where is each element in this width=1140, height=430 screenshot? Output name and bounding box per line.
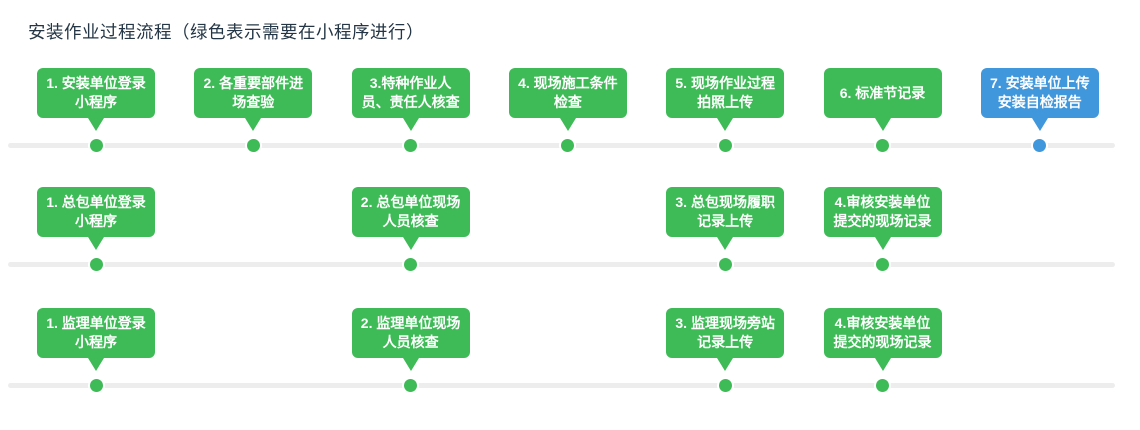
bubble-tail-pointer — [717, 358, 734, 371]
bubble-tail-pointer — [402, 358, 419, 371]
bubble-tail-pointer — [874, 118, 891, 131]
timeline-step: 4.审核安装单位 提交的现场记录 — [823, 308, 942, 394]
step-label-bubble: 3. 总包现场履职 记录上传 — [666, 187, 785, 237]
step-label-bubble: 6. 标准节记录 — [823, 68, 942, 118]
timeline-dot — [1031, 137, 1049, 154]
timeline-dot — [87, 256, 105, 273]
timeline-dot — [874, 377, 891, 394]
timeline-dot — [874, 256, 891, 273]
timeline-step: 7. 安装单位上传 安装自检报告 — [980, 68, 1099, 154]
timeline-dot — [716, 137, 734, 154]
timeline-dot — [87, 377, 105, 394]
bubble-tail-pointer — [717, 118, 734, 131]
timeline-step: 1. 总包单位登录 小程序 — [37, 187, 155, 273]
timeline-step: 2. 监理单位现场 人员核查 — [351, 308, 470, 394]
bubble-tail-pointer — [1031, 118, 1048, 131]
step-label-bubble: 2. 各重要部件进 场查验 — [194, 68, 313, 118]
timeline-dot — [402, 137, 420, 154]
page-title: 安装作业过程流程（绿色表示需要在小程序进行） — [28, 22, 424, 42]
timeline-dot — [402, 377, 420, 394]
bubble-tail-pointer — [874, 358, 891, 371]
step-label-bubble: 1. 监理单位登录 小程序 — [37, 308, 155, 358]
timeline-step: 1. 监理单位登录 小程序 — [37, 308, 155, 394]
bubble-tail-pointer — [88, 358, 104, 371]
step-label-bubble: 3.特种作业人 员、责任人核查 — [351, 68, 470, 118]
timeline-dot — [874, 137, 891, 154]
timeline-line — [8, 262, 1115, 267]
timeline-dot — [716, 256, 734, 273]
timeline-step: 3. 总包现场履职 记录上传 — [666, 187, 785, 273]
step-label-bubble: 7. 安装单位上传 安装自检报告 — [980, 68, 1099, 118]
timeline-step: 2. 各重要部件进 场查验 — [194, 68, 313, 154]
timeline-lane: 1. 监理单位登录 小程序 2. 监理单位现场 人员核查 3. 监理现场旁站 记录上… — [0, 308, 1140, 408]
timeline-lane: 1. 总包单位登录 小程序 2. 总包单位现场 人员核查 3. 总包现场履职 记录上… — [0, 187, 1140, 287]
bubble-tail-pointer — [874, 237, 891, 250]
step-label-bubble: 2. 总包单位现场 人员核查 — [351, 187, 470, 237]
timeline-step: 5. 现场作业过程 拍照上传 — [666, 68, 785, 154]
timeline-step: 6. 标准节记录 — [823, 68, 942, 154]
bubble-tail-pointer — [559, 118, 576, 131]
step-label-bubble: 4.审核安装单位 提交的现场记录 — [823, 308, 942, 358]
timeline-line — [8, 383, 1115, 388]
timeline-dot — [87, 137, 105, 154]
timeline-dot — [402, 256, 420, 273]
step-label-bubble: 1. 总包单位登录 小程序 — [37, 187, 155, 237]
step-label-bubble: 4. 现场施工条件 检查 — [508, 68, 627, 118]
timeline-lane: 1. 安装单位登录 小程序 2. 各重要部件进 场查验 3.特种作业人 员、责任人核… — [0, 68, 1140, 168]
step-label-bubble: 2. 监理单位现场 人员核查 — [351, 308, 470, 358]
step-label-bubble: 5. 现场作业过程 拍照上传 — [666, 68, 785, 118]
timeline-step: 4. 现场施工条件 检查 — [508, 68, 627, 154]
timeline-step: 1. 安装单位登录 小程序 — [37, 68, 155, 154]
timeline-step: 2. 总包单位现场 人员核查 — [351, 187, 470, 273]
bubble-tail-pointer — [88, 118, 104, 131]
bubble-tail-pointer — [402, 237, 419, 250]
timeline-step: 4.审核安装单位 提交的现场记录 — [823, 187, 942, 273]
timeline-dot — [716, 377, 734, 394]
step-label-bubble: 1. 安装单位登录 小程序 — [37, 68, 155, 118]
bubble-tail-pointer — [717, 237, 734, 250]
timeline-dot — [559, 137, 577, 154]
timeline-dot — [244, 137, 262, 154]
bubble-tail-pointer — [88, 237, 104, 250]
timeline-step: 3.特种作业人 员、责任人核查 — [351, 68, 470, 154]
bubble-tail-pointer — [402, 118, 419, 131]
step-label-bubble: 3. 监理现场旁站 记录上传 — [666, 308, 785, 358]
step-label-bubble: 4.审核安装单位 提交的现场记录 — [823, 187, 942, 237]
timeline-step: 3. 监理现场旁站 记录上传 — [666, 308, 785, 394]
bubble-tail-pointer — [245, 118, 262, 131]
